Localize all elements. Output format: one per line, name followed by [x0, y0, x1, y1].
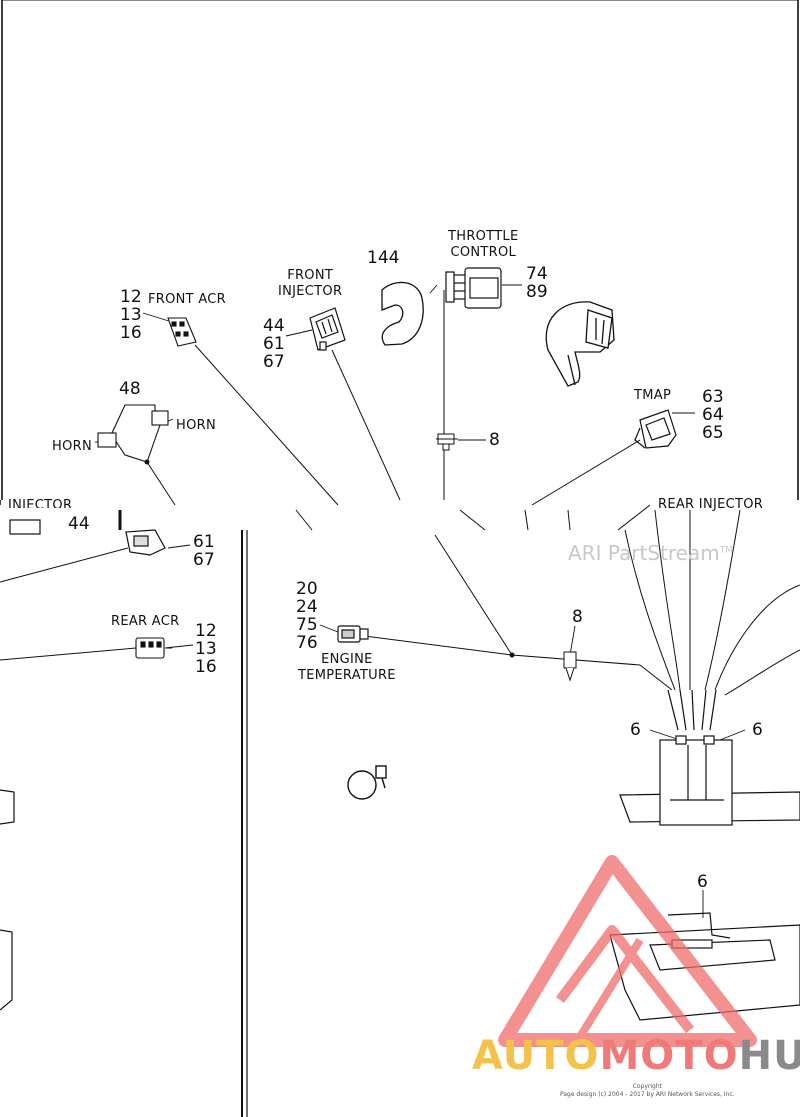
throttle-control-connector	[445, 267, 502, 309]
tmap-connector	[634, 409, 677, 449]
callout-number: 61	[193, 532, 215, 552]
junction-dot	[509, 652, 515, 658]
horn-bracket	[97, 404, 169, 463]
rear-acr-label: REAR ACR	[111, 614, 180, 629]
callout-number: 67	[263, 352, 285, 372]
rear-acr-callouts: 12 13 16	[195, 622, 217, 676]
callout-number: 75	[296, 615, 318, 635]
callout-6-left: 6	[630, 720, 641, 740]
rear-mount-bracket	[619, 689, 800, 826]
callout-number: 76	[296, 633, 318, 653]
tmap-label: TMAP	[634, 388, 672, 403]
leader-lines	[95, 284, 746, 918]
engine-temperature-sensor	[337, 625, 369, 643]
callout-48: 48	[119, 379, 141, 399]
front-acr-label: FRONT ACR	[148, 292, 227, 307]
rear-acr-connector	[135, 637, 165, 659]
callout-number: 61	[263, 334, 285, 354]
boot-connector	[545, 301, 615, 387]
callout-number: 65	[702, 423, 724, 443]
callout-number: 89	[526, 282, 548, 302]
callout-number: 74	[526, 264, 548, 284]
throttle-control-callouts: 74 89	[526, 265, 548, 301]
callout-number: 63	[702, 387, 724, 407]
callout-144: 144	[367, 248, 400, 268]
callout-number: 13	[195, 639, 217, 659]
front-acr-connector	[167, 317, 197, 347]
callout-number: 67	[193, 550, 215, 570]
engine-temperature-callouts: 20 24 75 76	[296, 580, 318, 652]
clip-8-upper	[436, 433, 458, 451]
callout-number: 64	[702, 405, 724, 425]
throttle-control-label: THROTTLE CONTROL	[448, 229, 519, 260]
callout-number: 16	[120, 323, 142, 343]
front-injector-callouts: 44 61 67	[263, 317, 285, 371]
copyright-text: Copyright Page design (c) 2004 - 2017 by…	[560, 1083, 735, 1098]
callout-6-right: 6	[752, 720, 763, 740]
callout-8-lower: 8	[572, 607, 583, 627]
callout-number: 44	[263, 316, 285, 336]
callout-number: 24	[296, 597, 318, 617]
elbow-hose-144	[381, 281, 424, 346]
harness-wires	[0, 290, 800, 696]
left-injector-label-cut: INJECTOR	[8, 498, 73, 508]
front-injector-connector	[309, 307, 346, 351]
ari-partstream-watermark: ARI PartStreamTM	[568, 541, 733, 565]
callout-number: 12	[120, 287, 142, 307]
callout-44-left: 44	[68, 514, 90, 534]
logo-triangle	[498, 855, 757, 1048]
clip-8-lower	[563, 651, 577, 682]
horn-label-left: HORN	[52, 439, 92, 454]
tmap-callouts: 63 64 65	[702, 388, 724, 442]
engine-temperature-label: ENGINE TEMPERATURE	[298, 652, 396, 683]
callout-8-upper: 8	[489, 430, 500, 450]
callout-number: 20	[296, 579, 318, 599]
callout-6-lower: 6	[697, 872, 708, 892]
left-injector-callouts: 61 67	[193, 533, 215, 569]
loop-clamp	[347, 765, 387, 800]
rear-injector-label: REAR INJECTOR	[658, 497, 764, 512]
callout-number: 16	[195, 657, 217, 677]
callout-number: 13	[120, 305, 142, 325]
front-acr-callouts: 12 13 16	[120, 288, 142, 342]
front-injector-label: FRONT INJECTOR	[278, 268, 343, 299]
automotohub-logo: AUTOMOTOHUB	[472, 1033, 800, 1079]
horn-label-right: HORN	[176, 418, 216, 433]
callout-number: 12	[195, 621, 217, 641]
left-injector-connector	[9, 519, 166, 556]
